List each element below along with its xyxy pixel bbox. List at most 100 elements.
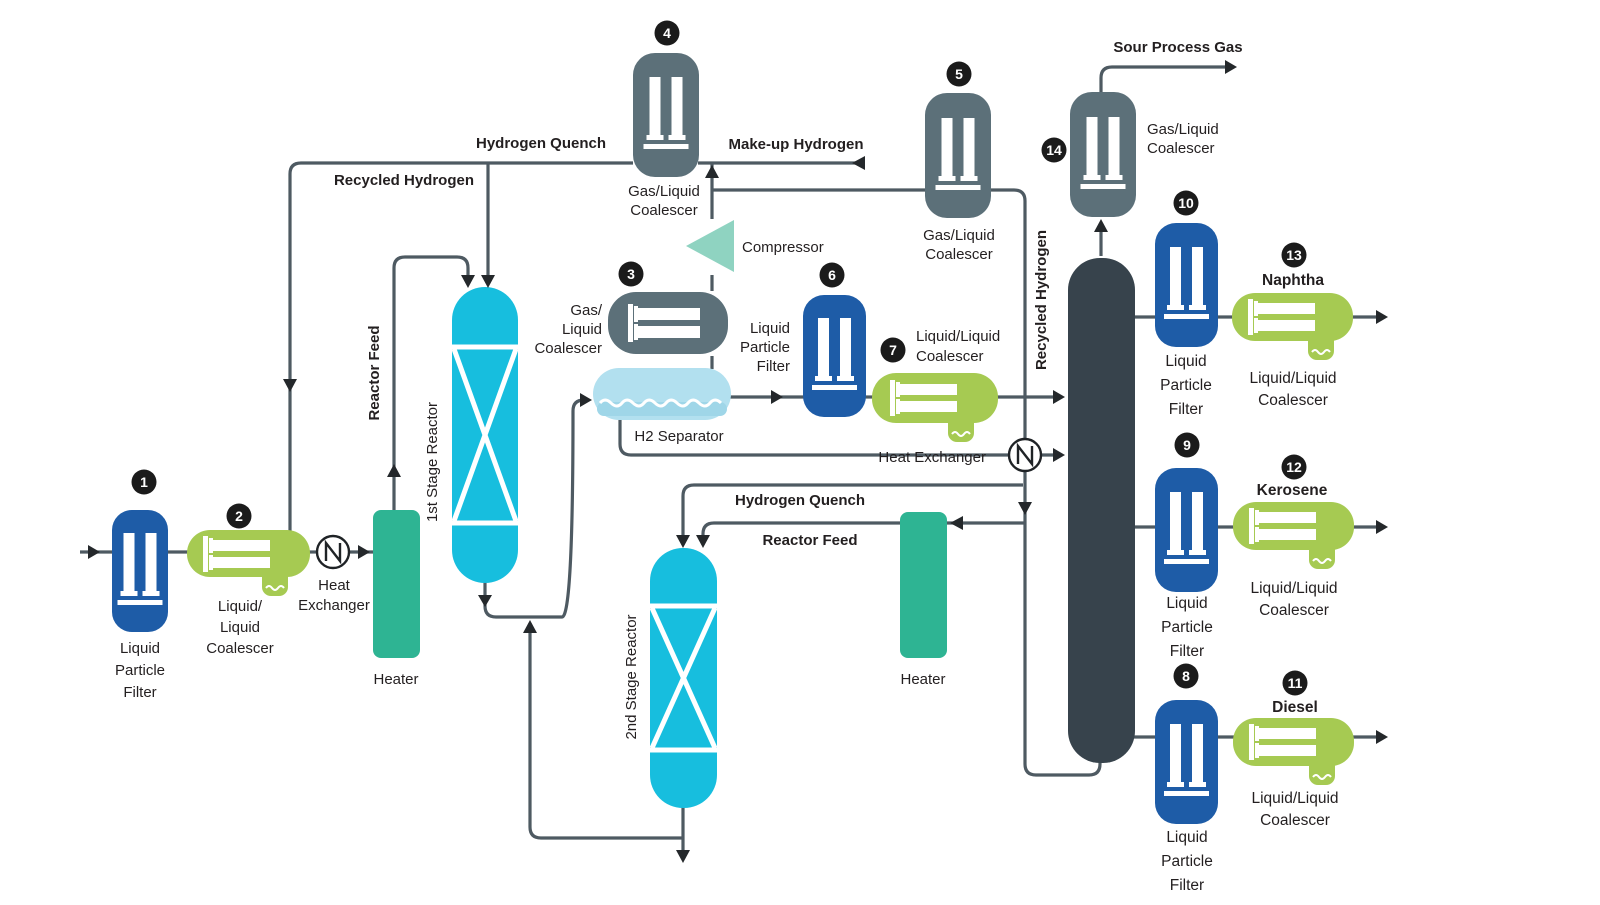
- svg-text:2: 2: [235, 508, 243, 524]
- badge-5: 5: [946, 61, 972, 87]
- badge-6: 6: [819, 262, 845, 288]
- heater2-label: Heater: [900, 671, 945, 688]
- recycled-hydrogen-top-label: Recycled Hydrogen: [334, 172, 474, 189]
- svg-text:5: 5: [955, 66, 963, 82]
- svg-text:8: 8: [1182, 668, 1190, 684]
- reactor1-feed-line: [392, 255, 470, 511]
- badge-3: 3: [618, 261, 644, 287]
- flow-arrow: [676, 850, 690, 863]
- flow-arrow: [478, 595, 492, 607]
- hydrogen-quench-bottom-label: Hydrogen Quench: [735, 492, 865, 509]
- flow-arrow: [580, 393, 592, 407]
- fractionator-column: [1068, 258, 1135, 763]
- liquid-particle-filter-1: [112, 510, 168, 632]
- gas-liquid-coalescer-14: [1070, 92, 1136, 217]
- flow-arrow: [1094, 219, 1108, 232]
- badge-10: 10: [1173, 190, 1199, 216]
- hx-zigzag-icon: [1016, 442, 1034, 468]
- reactor1-outlet-line: [483, 398, 588, 619]
- flow-arrow: [1376, 520, 1388, 534]
- flow-arrow: [461, 275, 475, 288]
- process-lines: [80, 65, 1378, 856]
- separator-bottoms-line: [618, 417, 1058, 457]
- liquid-particle-filter-9: [1155, 468, 1218, 592]
- flow-arrow: [852, 156, 865, 170]
- number-badges: 1 2 3 4 5 6 7 8 9 10 11 12 13 14: [131, 20, 1308, 696]
- diesel-label: Diesel: [1272, 699, 1318, 716]
- flow-arrow: [523, 620, 537, 633]
- heater1-label: Heater: [373, 671, 418, 688]
- svg-text:9: 9: [1183, 437, 1191, 453]
- flow-arrow: [1018, 502, 1032, 515]
- flow-arrow: [1053, 448, 1065, 462]
- equipment-shapes: [112, 53, 1354, 824]
- badge-7: 7: [880, 337, 906, 363]
- flow-arrow: [676, 535, 690, 548]
- reactor2-feed-line: [701, 521, 1025, 545]
- stream-labels: Hydrogen Quench Recycled Hydrogen Make-u…: [334, 39, 1243, 549]
- flow-arrow: [705, 165, 719, 178]
- flow-arrow: [771, 390, 783, 404]
- flow-arrow: [283, 379, 297, 392]
- compressor-icon: [686, 220, 734, 272]
- h2-separator: [593, 368, 731, 420]
- reactor-feed-left-label: Reactor Feed: [366, 325, 383, 420]
- badge-4: 4: [654, 20, 680, 46]
- flow-arrow: [88, 545, 100, 559]
- svg-text:7: 7: [889, 342, 897, 358]
- badge-12: 12: [1281, 454, 1307, 480]
- first-stage-reactor: [451, 287, 519, 583]
- badge-2: 2: [226, 503, 252, 529]
- liquid-liquid-coalescer-12: [1233, 502, 1354, 570]
- svg-text:13: 13: [1286, 247, 1302, 263]
- svg-text:1: 1: [140, 474, 148, 490]
- badge-14: 14: [1041, 137, 1067, 163]
- liquid-particle-filter-6: [803, 295, 866, 417]
- kerosene-label: Kerosene: [1257, 482, 1328, 499]
- svg-text:14: 14: [1046, 142, 1062, 158]
- hx2-label: Heat Exchanger: [878, 449, 986, 466]
- heater-2: [900, 512, 947, 658]
- badge-11: 11: [1282, 670, 1308, 696]
- svg-text:4: 4: [663, 25, 671, 41]
- reactor-bed-icon: [451, 344, 519, 526]
- liquid-liquid-coalescer-7: [872, 373, 998, 443]
- reactor1-label: 1st Stage Reactor: [424, 402, 441, 522]
- gas-liquid-coalescer-4: [633, 53, 699, 177]
- liquid-liquid-coalescer-2: [187, 530, 310, 597]
- liquid-particle-filter-8: [1155, 700, 1218, 824]
- second-stage-reactor: [649, 548, 718, 808]
- recycle-header-line: [712, 188, 1102, 777]
- flow-arrow: [1225, 60, 1237, 74]
- heater-1: [373, 510, 420, 658]
- badge-13: 13: [1281, 242, 1307, 268]
- sour-process-gas-label: Sour Process Gas: [1113, 39, 1242, 56]
- heat-exchanger-1: [315, 534, 351, 570]
- hx-zigzag-icon: [324, 539, 342, 565]
- flow-arrow: [1376, 310, 1388, 324]
- reactor2-outlet-line: [528, 623, 685, 856]
- liquid-liquid-coalescer-13: [1232, 293, 1353, 361]
- badge-8: 8: [1173, 663, 1199, 689]
- svg-text:11: 11: [1288, 675, 1303, 691]
- liquid-particle-filter-10: [1155, 223, 1218, 347]
- flow-arrow: [1376, 730, 1388, 744]
- quench2-line: [681, 483, 1023, 545]
- reactor-bed-icon: [649, 603, 718, 753]
- flow-arrow: [1053, 390, 1065, 404]
- gas-liquid-coalescer-3: [608, 292, 728, 354]
- reactor-feed-bottom-label: Reactor Feed: [762, 532, 857, 549]
- makeup-hydrogen-label: Make-up Hydrogen: [728, 136, 863, 153]
